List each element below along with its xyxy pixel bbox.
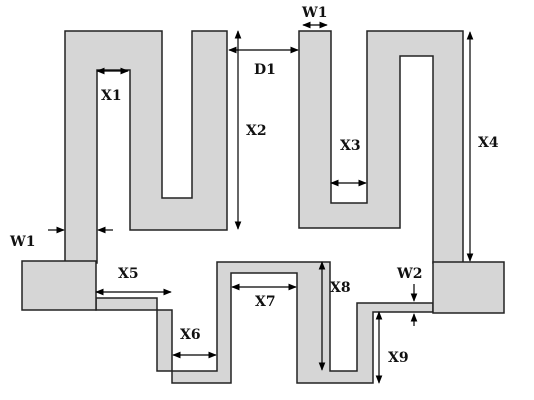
label-x2: X2 — [246, 123, 267, 139]
label-w1-top: W1 — [301, 5, 327, 21]
label-x6: X6 — [180, 327, 201, 343]
label-x5: X5 — [118, 266, 139, 282]
left-pad — [21, 260, 97, 311]
right-upper-meander — [298, 30, 464, 264]
label-w1-left: W1 — [9, 234, 35, 250]
label-x1: X1 — [101, 88, 122, 104]
left-upper-meander — [64, 30, 228, 264]
right-pad — [432, 261, 505, 314]
lower-meander — [95, 261, 434, 384]
label-x4: X4 — [478, 135, 499, 151]
label-d1: D1 — [254, 62, 276, 78]
label-x7: X7 — [255, 294, 276, 310]
label-x9: X9 — [388, 350, 409, 366]
label-x8: X8 — [330, 280, 351, 296]
label-x3: X3 — [340, 138, 361, 154]
label-w2: W2 — [396, 266, 422, 282]
